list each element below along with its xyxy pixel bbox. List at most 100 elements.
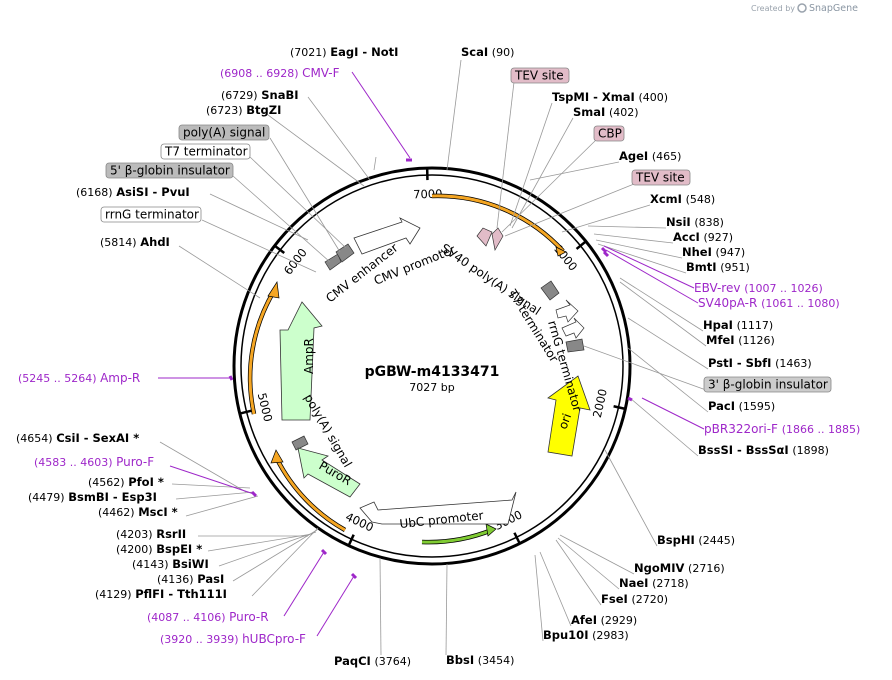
- restriction-site-position: (3454): [478, 654, 515, 667]
- restriction-site-label: ScaI (90): [461, 45, 514, 59]
- site-leader-line: [619, 277, 704, 332]
- site-leader-line: [529, 161, 620, 181]
- site-leader-line: [178, 245, 261, 299]
- site-leader-line: [446, 59, 462, 171]
- polya-block-left-2: [335, 243, 355, 263]
- restriction-site-position: (2445): [698, 534, 735, 547]
- restriction-site-position: (838): [694, 216, 724, 229]
- restriction-site-position: (1898): [792, 444, 829, 457]
- primer-label: (4087 .. 4106) Puro-R: [147, 610, 269, 624]
- site-leader-line: [619, 281, 707, 347]
- restriction-site-position: (947): [716, 246, 746, 259]
- restriction-site-label: SmaI (402): [573, 105, 639, 119]
- restriction-site-position: (4200): [116, 543, 153, 556]
- inner-features: [279, 217, 591, 525]
- primer-label: SV40pA-R (1061 .. 1080): [698, 296, 840, 310]
- restriction-site-name: Bpu10I: [543, 628, 588, 642]
- t7-terminator-arrow-icon: [555, 299, 579, 323]
- primers: (6908 .. 6928) CMV-F EBV-rev (1007 .. 102…: [18, 66, 860, 646]
- feature-leader-line: [232, 175, 331, 263]
- primer-name: pBR322ori-F: [704, 422, 782, 436]
- feature-leader-line: [504, 183, 635, 237]
- restriction-site-name: CsiI - SexAI *: [56, 431, 139, 445]
- primer-label: (5245 .. 5264) Amp-R: [18, 371, 140, 385]
- ruler-tick-label: 6000: [281, 246, 310, 278]
- restriction-site-label: (4200) BspEI *: [116, 542, 202, 556]
- feature-leader-line: [496, 81, 515, 229]
- restriction-site-label: NheI (947): [682, 245, 745, 259]
- restriction-site-label: PaqCI (3764): [334, 654, 411, 668]
- primer-leader-line: [316, 575, 355, 637]
- restriction-site-label: (7021) EagI - NotI: [290, 45, 398, 59]
- feature-leader-line: [249, 156, 347, 249]
- feature-box: [105, 162, 234, 179]
- restriction-site-name: RsrII: [156, 527, 186, 541]
- primer-label: EBV-rev (1007 .. 1026): [694, 281, 823, 295]
- primer-name: CMV-F: [302, 66, 340, 80]
- site-leader-line: [379, 557, 382, 656]
- feature-box: [703, 376, 832, 393]
- primer-leader-line: [351, 71, 411, 159]
- restriction-site-position: (4203): [116, 528, 153, 541]
- site-leader-line: [209, 193, 309, 241]
- restriction-site-name: PaqCI: [334, 654, 371, 668]
- restriction-site-name: BsiWI: [172, 557, 209, 571]
- restriction-site-position: (4479): [28, 491, 65, 504]
- restriction-site-name: PasI: [197, 572, 224, 586]
- restriction-site-position: (4654): [16, 432, 53, 445]
- restriction-site-label: (4136) PasI: [157, 572, 224, 586]
- restriction-site-label: (4129) PflFI - Tth111I: [95, 587, 227, 601]
- restriction-site-label: (4654) CsiI - SexAI *: [16, 431, 139, 445]
- restriction-site-label: (4479) BsmBI - Esp3I: [28, 490, 157, 504]
- restriction-site-position: (1595): [739, 400, 776, 413]
- site-leader-line: [604, 449, 658, 547]
- restriction-site-label: (6723) BtgZI: [206, 103, 281, 117]
- credit-prefix: Created by: [751, 4, 795, 13]
- restriction-site-label: BbsI (3454): [446, 653, 514, 667]
- restriction-site-position: (4462): [98, 506, 135, 519]
- restriction-site-name: AfeI: [571, 613, 597, 627]
- restriction-site-position: (2718): [652, 577, 689, 590]
- site-leader-lines: [159, 59, 709, 656]
- orf-arc-left: [248, 290, 276, 415]
- site-leader-line: [557, 537, 620, 590]
- orf-arc-top: [431, 194, 565, 253]
- ruler-tick: [575, 240, 587, 250]
- site-leader-line: [218, 531, 317, 567]
- restriction-site-label: (4143) BsiWI: [132, 557, 209, 571]
- site-leader-line: [627, 317, 709, 370]
- site-leader-line: [534, 554, 544, 642]
- restriction-site-position: (2720): [631, 593, 668, 606]
- feature-box: [178, 124, 270, 141]
- restriction-site-label: BssSI - BssSαI (1898): [698, 443, 829, 457]
- restriction-site-label: MfeI (1126): [706, 333, 775, 347]
- snapgene-credit: Created by SnapGene: [751, 3, 858, 14]
- primer-label: (3920 .. 3939) hUBCpro-F: [160, 632, 306, 646]
- primer-name: Amp-R: [100, 371, 140, 385]
- orf-arc-bottomleft-arrowhead-icon: [270, 449, 284, 464]
- primer-label: (6908 .. 6928) CMV-F: [220, 66, 340, 80]
- restriction-site-name: PfoI *: [128, 475, 164, 489]
- restriction-site-label: BmtI (951): [686, 260, 750, 274]
- credit-brand: SnapGene: [809, 3, 858, 14]
- restriction-site-name: BspEI *: [156, 542, 202, 556]
- restriction-site-position: (4143): [132, 558, 169, 571]
- site-leader-line: [175, 491, 255, 500]
- restriction-site-name: BbsI: [446, 653, 474, 667]
- site-leader-line: [627, 347, 709, 413]
- primer-range: (1061 .. 1080): [761, 297, 840, 310]
- backbone-inner-ring: [240, 174, 624, 558]
- restriction-site-name: XcmI: [650, 192, 682, 206]
- restriction-site-position: (90): [492, 46, 515, 59]
- site-leader-line: [232, 529, 318, 582]
- ruler-tick: [239, 409, 252, 415]
- snapgene-logo-icon: [797, 3, 807, 13]
- restriction-site-label: FseI (2720): [601, 592, 668, 606]
- label-ampr: AmpR: [302, 338, 316, 374]
- restriction-site-name: NsiI: [666, 215, 691, 229]
- restriction-site-label: HpaI (1117): [703, 318, 773, 332]
- primer-label: (4583 .. 4603) Puro-F: [34, 455, 154, 469]
- restriction-site-position: (927): [703, 231, 733, 244]
- restriction-site-name: AsiSI - PvuI: [116, 185, 189, 199]
- site-leader-line: [561, 204, 651, 233]
